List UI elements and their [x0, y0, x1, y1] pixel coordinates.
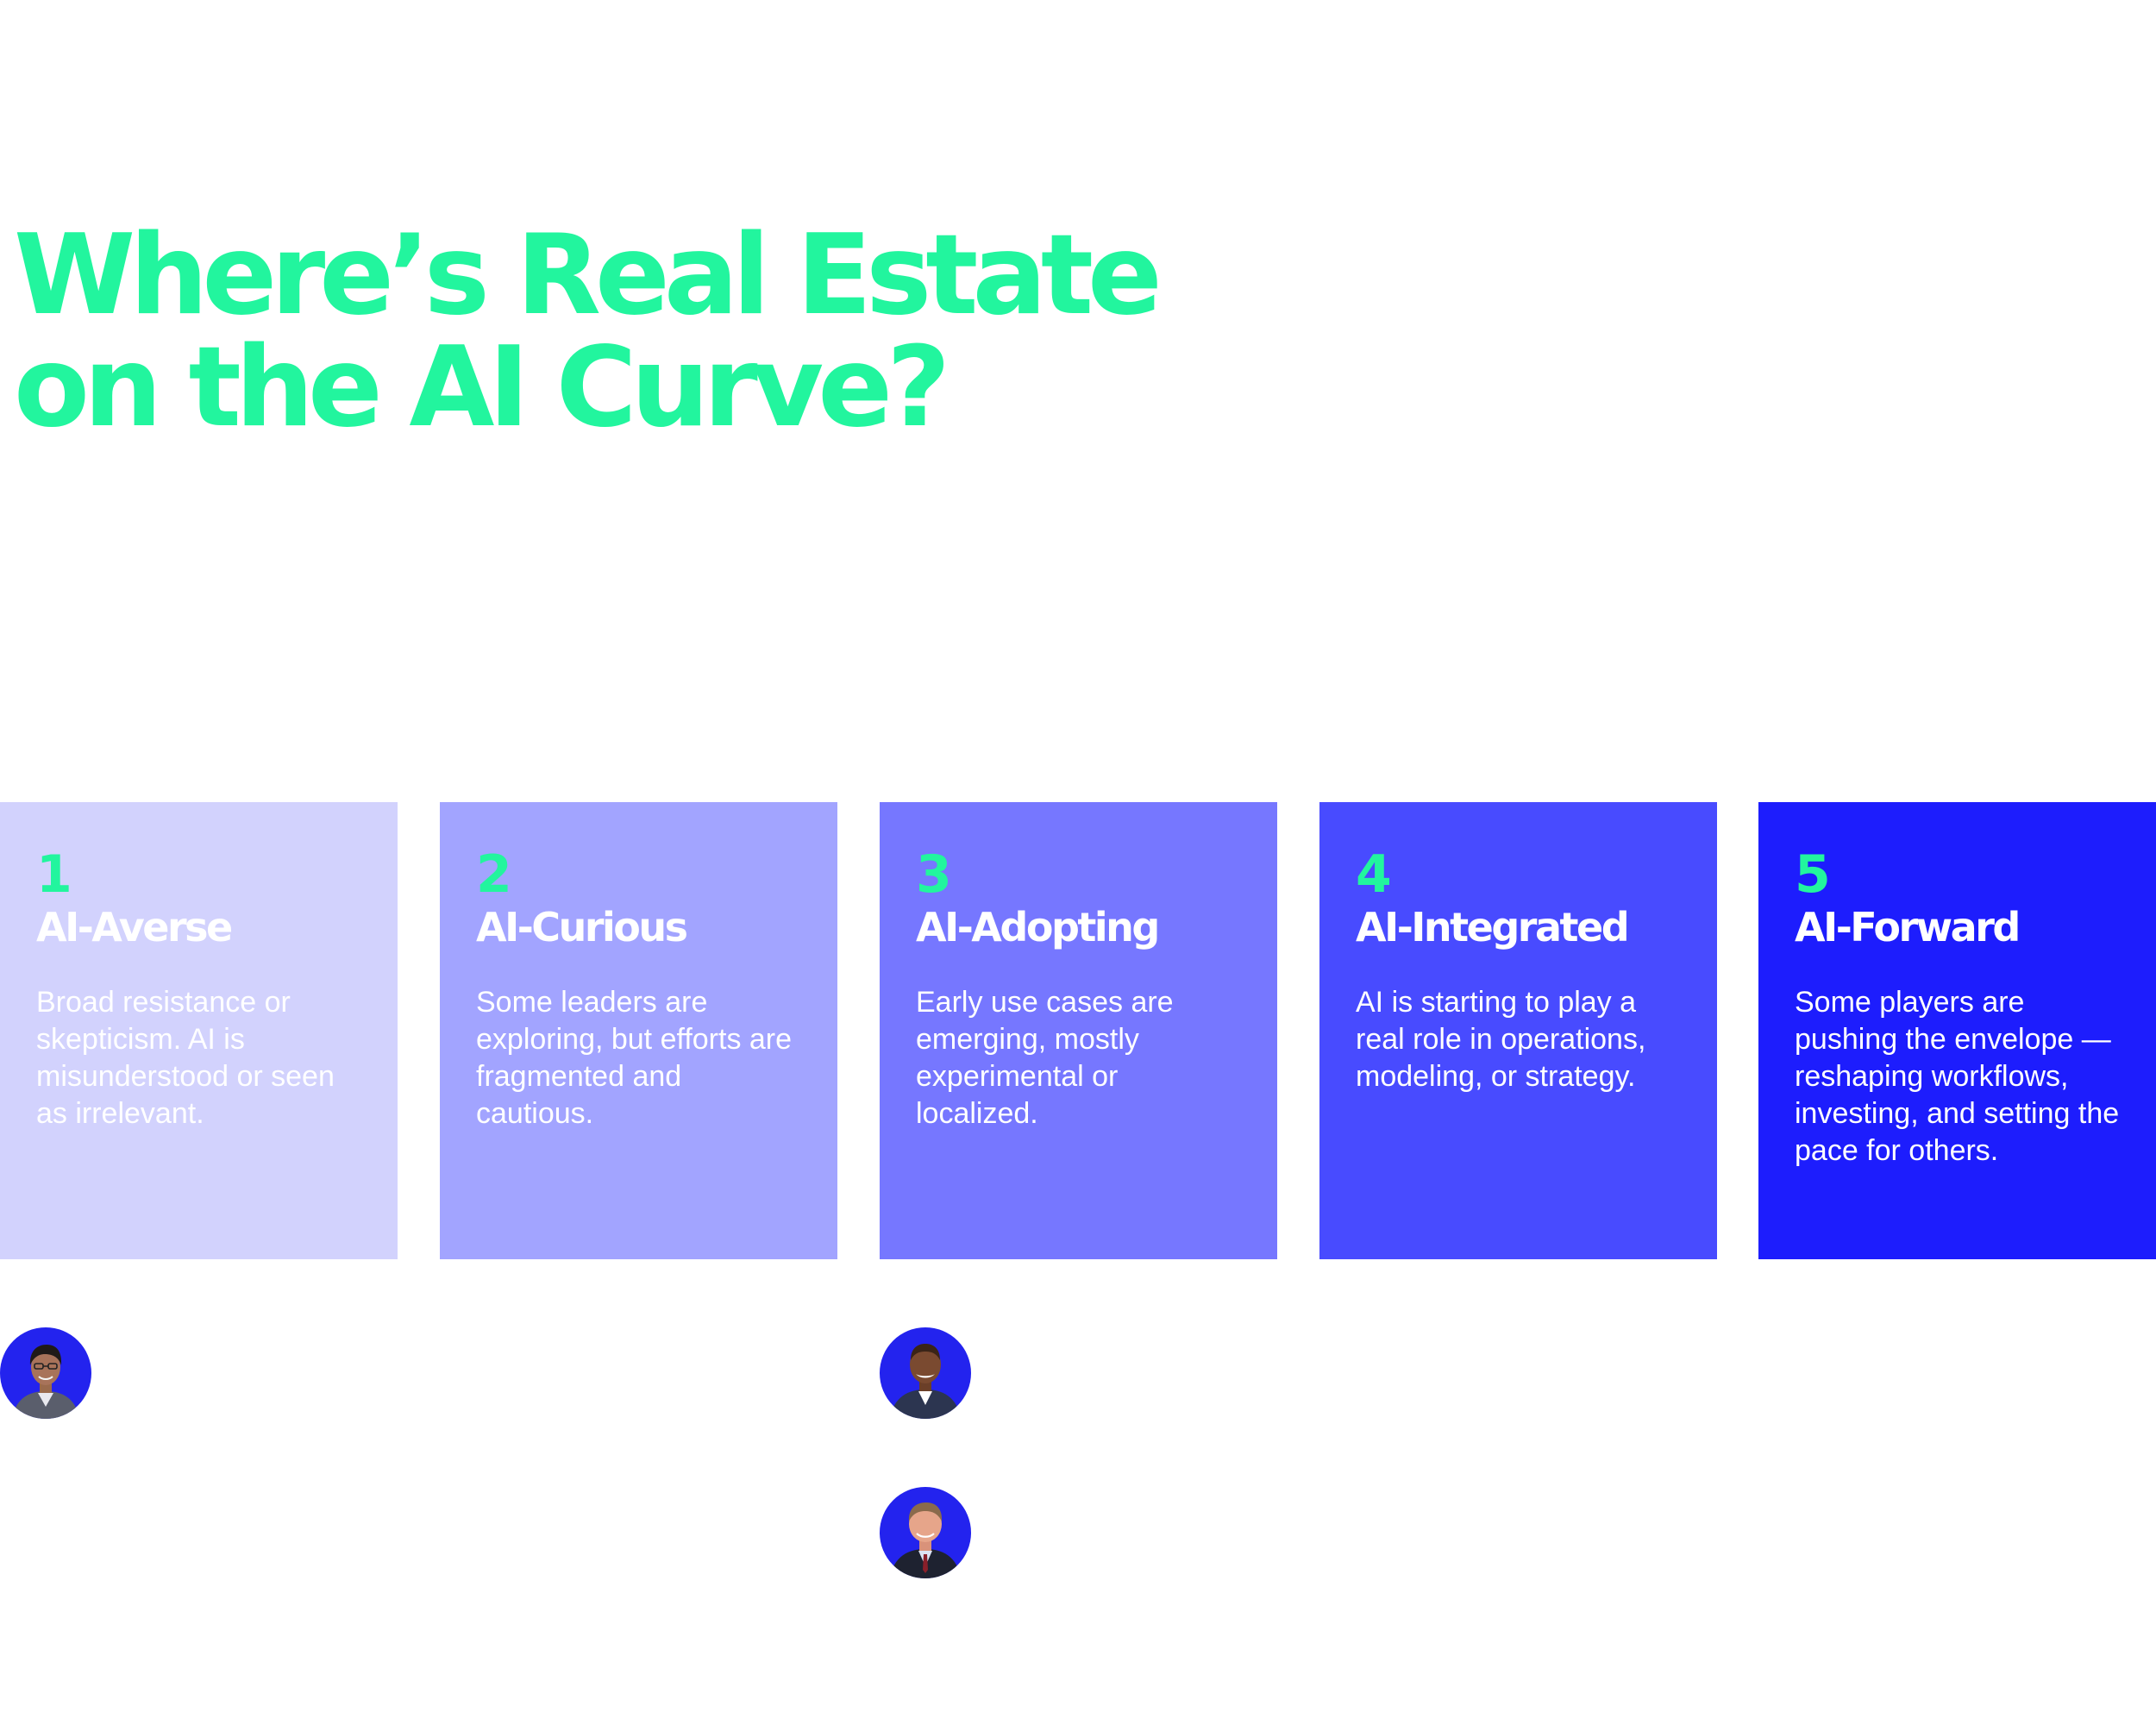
page-title: Where’s Real Estate on the AI Curve? [14, 220, 1221, 444]
stage-card-5: 5 AI-Forward Some players are pushing th… [1758, 802, 2156, 1259]
stage-number: 4 [1356, 844, 1392, 905]
stage-card-3: 3 AI-Adopting Early use cases are emergi… [880, 802, 1277, 1259]
stage-description: Some leaders are exploring, but efforts … [476, 986, 793, 1130]
person-avatar-icon [880, 1327, 971, 1419]
stage-description: AI is starting to play a real role in op… [1356, 986, 1646, 1093]
person-avatar-icon [880, 1487, 971, 1578]
title-line-2: on the AI Curve? [14, 323, 950, 452]
person-avatar-icon [0, 1327, 91, 1419]
person-portrait-icon [12, 1345, 79, 1419]
stage-description: Some players are pushing the envelope — … [1795, 986, 2120, 1167]
stage-number: 1 [36, 844, 72, 905]
stage-number: 2 [476, 844, 512, 905]
person-portrait-icon [890, 1502, 961, 1578]
stage-title: AI-Adopting [916, 904, 1160, 950]
person-portrait-icon [890, 1344, 961, 1419]
stage-description: Early use cases are emerging, mostly exp… [916, 986, 1174, 1130]
stage-description: Broad resistance or skepticism. AI is mi… [36, 986, 335, 1130]
stage-title: AI-Curious [476, 904, 688, 950]
stage-cards: 1 AI-Averse Broad resistance or skeptici… [0, 802, 2156, 1259]
stage-card-2: 2 AI-Curious Some leaders are exploring,… [440, 802, 837, 1259]
stage-title: AI-Forward [1795, 904, 2021, 950]
stage-number: 5 [1795, 844, 1831, 905]
stage-card-4: 4 AI-Integrated AI is starting to play a… [1319, 802, 1717, 1259]
stage-number: 3 [916, 844, 952, 905]
stage-card-1: 1 AI-Averse Broad resistance or skeptici… [0, 802, 398, 1259]
stage-title: AI-Averse [36, 904, 233, 950]
title-line-1: Where’s Real Estate [14, 211, 1163, 340]
stage-title: AI-Integrated [1356, 904, 1630, 950]
